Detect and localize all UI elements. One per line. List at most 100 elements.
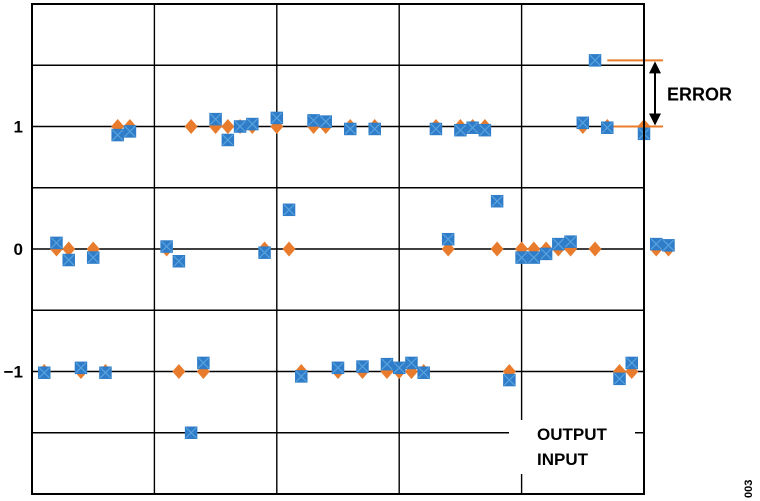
marker-cross bbox=[564, 235, 577, 248]
input-point bbox=[515, 251, 528, 264]
marker-cross bbox=[466, 122, 479, 134]
marker-cross bbox=[418, 367, 430, 379]
input-point bbox=[662, 239, 675, 252]
input-point bbox=[99, 366, 112, 379]
input-point bbox=[282, 203, 296, 217]
output-point bbox=[184, 119, 198, 134]
output-point bbox=[172, 364, 186, 379]
input-point bbox=[490, 194, 504, 208]
output-point bbox=[62, 241, 76, 257]
marker-cross bbox=[234, 120, 246, 133]
marker-cross bbox=[454, 124, 467, 136]
input-point bbox=[160, 240, 173, 253]
output-point bbox=[282, 241, 296, 257]
marker-cross bbox=[515, 251, 528, 264]
input-point bbox=[564, 235, 577, 248]
input-point bbox=[429, 122, 443, 136]
marker-cross bbox=[295, 370, 307, 383]
marker-cross bbox=[577, 117, 589, 129]
marker-cross bbox=[589, 54, 601, 67]
marker-cross bbox=[662, 239, 675, 251]
marker-cross bbox=[356, 360, 369, 373]
input-point bbox=[221, 133, 235, 147]
input-point bbox=[441, 232, 455, 246]
input-point bbox=[368, 122, 381, 136]
input-point bbox=[380, 357, 394, 371]
legend: OUTPUT INPUT bbox=[509, 420, 635, 474]
marker-cross bbox=[552, 238, 564, 250]
error-arrowhead-up bbox=[649, 61, 661, 74]
y-tick-label: −1 bbox=[4, 363, 23, 382]
input-point bbox=[454, 123, 467, 137]
input-point bbox=[478, 123, 492, 137]
input-point bbox=[246, 117, 259, 131]
y-tick-label: 0 bbox=[14, 240, 23, 259]
input-point bbox=[184, 426, 198, 439]
input-point bbox=[209, 112, 222, 126]
input-point bbox=[172, 255, 186, 268]
marker-cross bbox=[283, 204, 295, 216]
y-tick-labels: 1 0 −1 bbox=[4, 118, 23, 382]
marker-cross bbox=[528, 251, 540, 264]
marker-cross bbox=[626, 357, 638, 369]
input-point bbox=[588, 54, 602, 67]
input-point bbox=[417, 366, 430, 379]
input-point bbox=[50, 236, 63, 250]
marker-cross bbox=[185, 427, 197, 439]
marker-cross bbox=[160, 240, 173, 253]
input-point bbox=[356, 360, 369, 373]
marker-cross bbox=[124, 125, 136, 138]
marker-cross bbox=[307, 114, 320, 127]
marker-cross bbox=[344, 123, 356, 135]
output-point bbox=[221, 119, 235, 134]
marker-cross bbox=[442, 233, 454, 245]
input-point bbox=[37, 366, 51, 379]
marker-cross bbox=[491, 195, 503, 207]
input-point bbox=[307, 114, 320, 127]
legend-background bbox=[509, 420, 635, 474]
output-point bbox=[588, 241, 602, 257]
marker-cross bbox=[173, 255, 185, 267]
input-point bbox=[601, 121, 614, 134]
input-point bbox=[258, 246, 271, 259]
marker-cross bbox=[222, 134, 234, 146]
marker-cross bbox=[246, 118, 258, 130]
marker-cross bbox=[613, 373, 626, 385]
input-point bbox=[503, 373, 516, 387]
input-point bbox=[552, 237, 565, 251]
input-point bbox=[295, 370, 308, 383]
legend-output-label: OUTPUT bbox=[537, 425, 608, 444]
input-point bbox=[625, 356, 639, 370]
marker-cross bbox=[50, 237, 63, 249]
input-point bbox=[86, 251, 100, 264]
input-point bbox=[405, 356, 418, 370]
marker-cross bbox=[271, 112, 283, 124]
input-point bbox=[319, 115, 333, 128]
input-point bbox=[539, 247, 553, 261]
input-point bbox=[197, 356, 210, 370]
input-point bbox=[74, 361, 88, 375]
marker-cross bbox=[369, 123, 381, 135]
marker-cross bbox=[601, 122, 613, 134]
marker-cross bbox=[112, 129, 124, 141]
data-points bbox=[37, 54, 675, 466]
marker-cross bbox=[197, 357, 210, 369]
marker-cross bbox=[405, 357, 418, 369]
input-point bbox=[343, 122, 357, 136]
plot-frame bbox=[31, 3, 645, 495]
marker-cross bbox=[540, 248, 552, 260]
input-point bbox=[649, 237, 663, 251]
y-tick-label: 1 bbox=[14, 118, 23, 137]
input-point bbox=[576, 116, 590, 130]
input-point bbox=[111, 128, 124, 142]
marker-cross bbox=[320, 115, 332, 128]
input-point bbox=[123, 125, 137, 138]
input-point bbox=[466, 121, 479, 134]
figure-id: 003 bbox=[743, 480, 755, 498]
legend-input-label: INPUT bbox=[537, 450, 589, 469]
output-point bbox=[490, 241, 504, 257]
marker-cross bbox=[332, 362, 344, 374]
input-point bbox=[270, 111, 284, 125]
input-point bbox=[233, 120, 247, 133]
